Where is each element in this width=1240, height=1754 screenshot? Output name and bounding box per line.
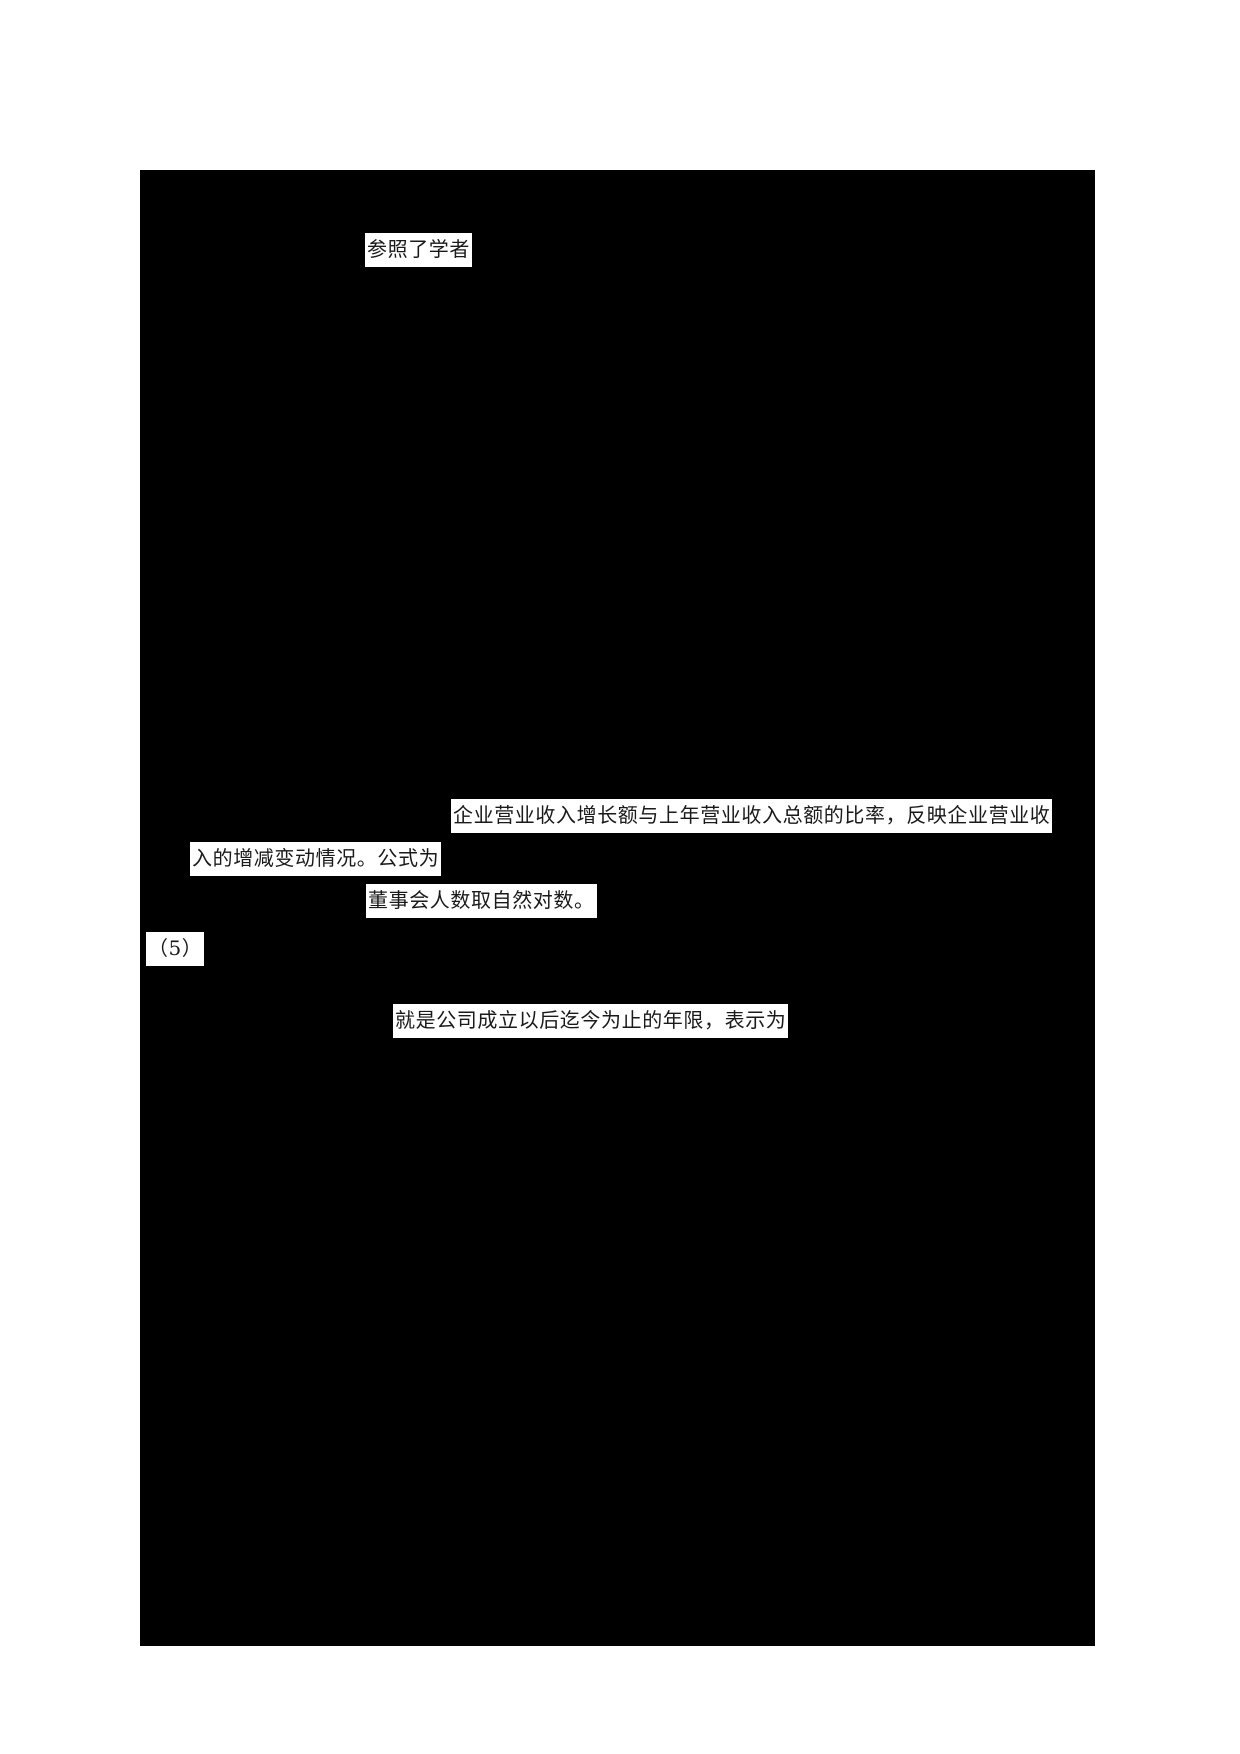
- redaction-block: [140, 170, 1095, 1646]
- text-fragment-scholar: 参照了学者: [365, 233, 472, 267]
- text-fragment-list-marker-5: （5）: [146, 932, 205, 966]
- text-fragment-board-size: 董事会人数取自然对数。: [366, 884, 597, 918]
- text-fragment-firm-age: 就是公司成立以后迄今为止的年限，表示为: [393, 1004, 789, 1038]
- text-fragment-revenue-growth-line-2: 入的增减变动情况。公式为: [190, 842, 442, 876]
- text-fragment-revenue-growth-line-1: 企业营业收入增长额与上年营业收入总额的比率，反映企业营业收: [451, 799, 1053, 833]
